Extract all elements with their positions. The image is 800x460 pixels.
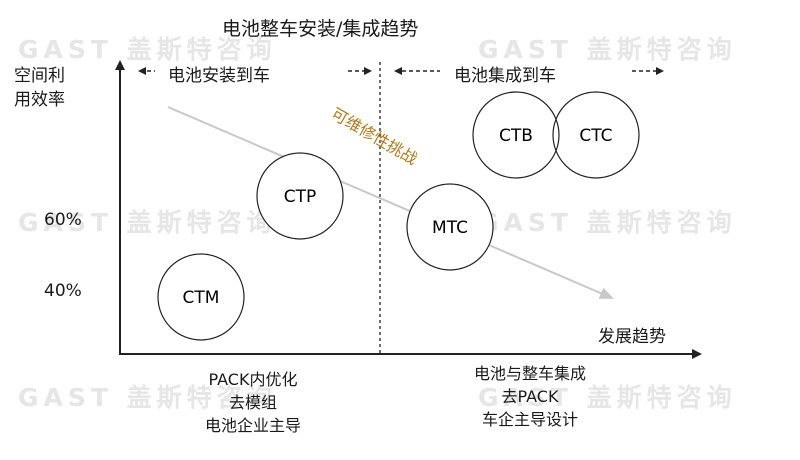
- y-axis-label-line: 用效率: [14, 90, 65, 110]
- bubble-ctm: [157, 253, 245, 341]
- x-axis-label: 发展趋势: [598, 327, 666, 347]
- bubble-label: CTC: [579, 126, 612, 146]
- left-phase-arrows: [138, 67, 372, 75]
- bubble-label: MTC: [432, 218, 468, 238]
- right-phase-label: 电池集成到车: [454, 66, 556, 86]
- y-axis-label-line: 空间利: [14, 66, 65, 86]
- trend-label: 可维修性挑战: [328, 104, 421, 168]
- note-line: 电池企业主导: [204, 416, 301, 435]
- note-line: 车企主导设计: [481, 410, 578, 429]
- y-axis-label: 空间利 用效率: [14, 64, 65, 112]
- note-line: 电池与整车集成: [473, 364, 586, 383]
- watermark: GAST 盖斯特咨询: [478, 383, 737, 412]
- watermark: GAST 盖斯特咨询: [18, 35, 277, 64]
- bubble-ctb: [472, 91, 560, 179]
- bubble-ctc: [552, 91, 640, 179]
- y-tick-label: 40%: [44, 281, 82, 301]
- y-tick-label: 60%: [44, 210, 82, 230]
- bubble-ctp: [256, 152, 344, 240]
- watermark: GAST 盖斯特咨询: [478, 35, 737, 64]
- watermark: GAST 盖斯特咨询: [18, 208, 277, 237]
- note-line: PACK内优化: [208, 370, 298, 389]
- note-line: 去模组: [228, 393, 277, 412]
- bubble-label: CTM: [183, 288, 220, 308]
- diagram-title: 电池整车安装/集成趋势: [222, 18, 419, 40]
- bottom-left-notes: PACK内优化 去模组 电池企业主导: [178, 368, 328, 437]
- watermark: GAST 盖斯特咨询: [478, 208, 737, 237]
- bottom-right-notes: 电池与整车集成 去PACK 车企主导设计: [450, 362, 610, 431]
- right-phase-arrows: [394, 67, 664, 75]
- bubble-label: CTP: [284, 187, 317, 207]
- bubble-mtc: [406, 183, 494, 271]
- left-phase-label: 电池安装到车: [168, 66, 270, 86]
- bubble-label: CTB: [499, 126, 533, 146]
- watermark: GAST 盖斯特咨询: [18, 383, 277, 412]
- trend-arrow: [167, 106, 614, 299]
- note-line: 去PACK: [501, 387, 559, 406]
